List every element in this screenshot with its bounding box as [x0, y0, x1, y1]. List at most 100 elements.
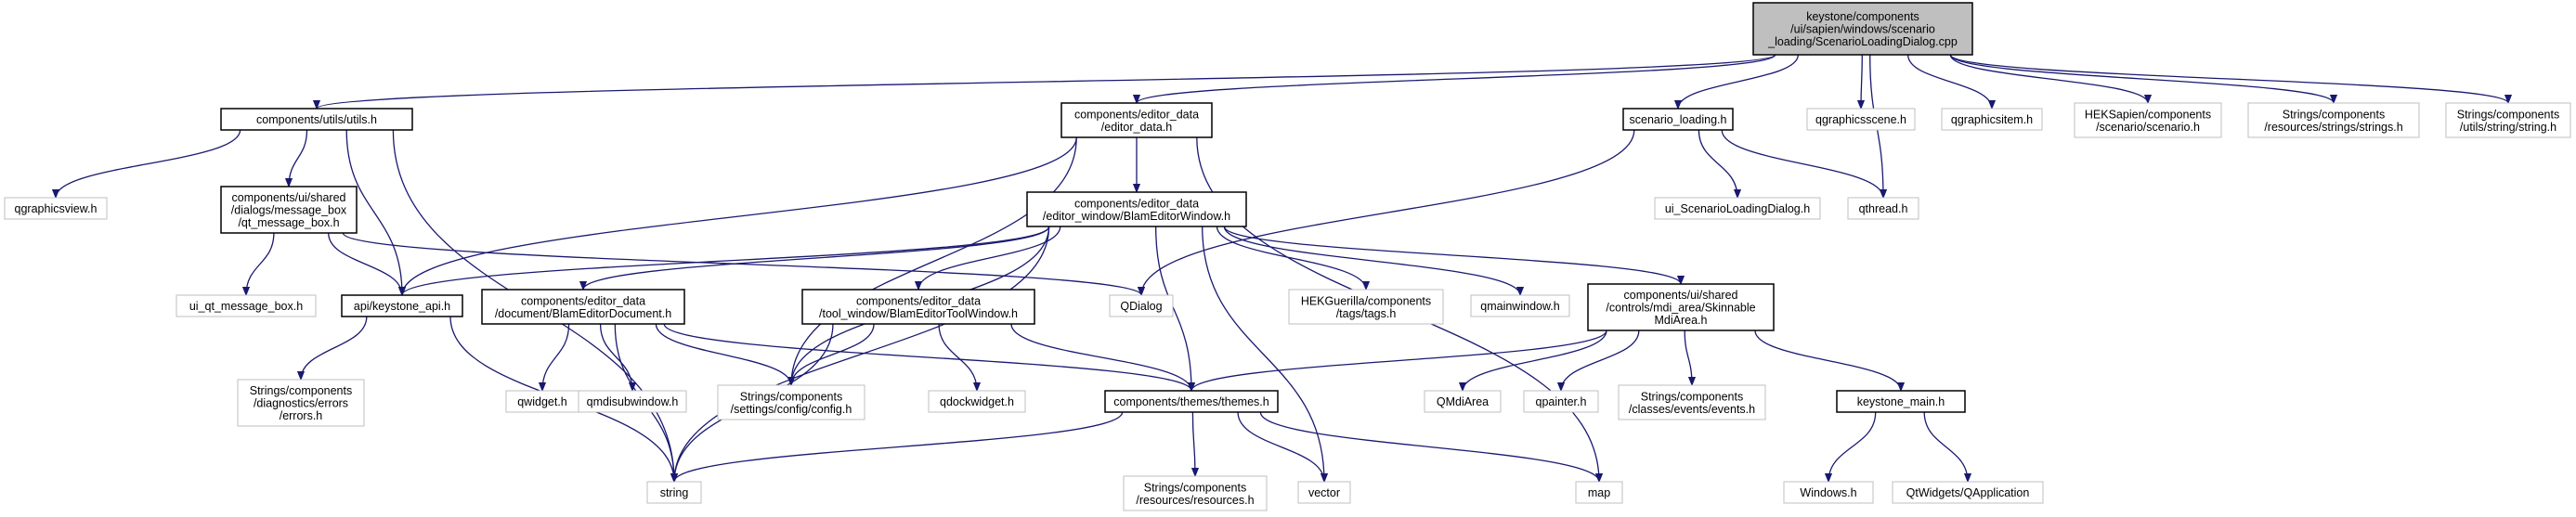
node-label-line: qgraphicsitem.h	[1951, 113, 2033, 126]
edge-root-to-qgraphicsscene	[1861, 54, 1862, 109]
edge-blam_editor_document-to-themes	[663, 323, 1191, 392]
node-label-line: api/keystone_api.h	[354, 300, 450, 313]
node-box	[1783, 481, 1874, 504]
node-label-line: QMdiArea	[1437, 395, 1489, 408]
edge-blam_editor_window-to-vector	[1202, 226, 1324, 482]
node-keystone-api[interactable]: api/keystone_api.h	[341, 294, 463, 317]
edge-themes-to-strings_resources	[1192, 411, 1195, 476]
node-label-line: /classes/events/events.h	[1629, 403, 1755, 416]
node-label-line: qmdisubwindow.h	[587, 395, 679, 408]
edge-scenario_loading-to-ui_scenario	[1698, 129, 1737, 198]
edge-root-to-strings_res	[1949, 54, 2334, 104]
node-label-line: /document/BlamEditorDocument.h	[495, 307, 671, 320]
edge-blam_editor_window-to-skinnable_mdi	[1223, 226, 1681, 285]
node-qmdisubwindow: qmdisubwindow.h	[578, 390, 687, 413]
node-utils[interactable]: components/utils/utils.h	[220, 108, 413, 131]
node-qthread: qthread.h	[1847, 197, 1919, 220]
edge-editor_data-to-keystone_api	[402, 136, 1077, 295]
edge-themes-to-vector	[1237, 411, 1324, 483]
node-strings-res: Strings/components/resources/strings/str…	[2247, 102, 2420, 138]
node-label-line: /diagnostics/errors	[254, 397, 348, 410]
node-label-line: /controls/mdi_area/Skinnable	[1606, 302, 1755, 315]
node-blam-editor-toolwindow[interactable]: components/editor_data/tool_window/BlamE…	[801, 289, 1035, 325]
node-label-line: /editor_window/BlamEditorWindow.h	[1043, 210, 1230, 223]
node-label-line: components/ui/shared	[232, 191, 346, 204]
node-label-line: qmainwindow.h	[1480, 300, 1560, 313]
node-label-line: qpainter.h	[1536, 395, 1587, 408]
node-box	[2445, 102, 2571, 138]
node-skinnable-mdi[interactable]: components/ui/shared/controls/mdi_area/S…	[1587, 283, 1775, 331]
node-qgraphicsview: qgraphicsview.h	[4, 197, 108, 220]
node-map: map	[1575, 481, 1623, 504]
node-root[interactable]: keystone/components/ui/sapien/windows/sc…	[1752, 2, 1973, 56]
node-label-line: Windows.h	[1800, 486, 1856, 499]
edge-root-to-hek_scenario	[1949, 54, 2148, 104]
edge-editor_data-to-strings_config	[791, 136, 1077, 385]
node-label-line: /editor_data.h	[1101, 121, 1172, 134]
node-label-line: /tags/tags.h	[1336, 307, 1397, 320]
node-label-line: /tool_window/BlamEditorToolWindow.h	[819, 307, 1018, 320]
node-blam-editor-document[interactable]: components/editor_data/document/BlamEdit…	[481, 289, 685, 325]
node-box	[4, 197, 108, 220]
edge-blam_editor_window-to-qmainwindow	[1223, 226, 1520, 296]
node-label-line: qdockwidget.h	[940, 395, 1014, 408]
edge-root-to-qgraphicsitem	[1907, 54, 1992, 110]
node-label-line: /ui/sapien/windows/scenario	[1790, 23, 1935, 36]
node-label-line: components/editor_data	[521, 294, 645, 307]
edge-blam_editor_document-to-qmdisubwindow	[599, 323, 632, 391]
edge-blam_editor_window-to-keystone_api	[402, 226, 1050, 296]
node-box	[1892, 481, 2044, 504]
node-label-line: qwidget.h	[517, 395, 567, 408]
edge-utils-to-qt_message_box	[289, 129, 308, 187]
node-label-line: /scenario/scenario.h	[2096, 121, 2200, 134]
node-strings-events: Strings/components/classes/events/events…	[1618, 384, 1766, 420]
node-box	[1297, 481, 1351, 504]
node-label-line: qgraphicsview.h	[15, 202, 98, 215]
node-editor-data[interactable]: components/editor_data/editor_data.h	[1060, 102, 1213, 138]
node-box	[1523, 390, 1599, 413]
node-label-line: /qt_message_box.h	[238, 216, 339, 229]
node-label-line: ui_qt_message_box.h	[189, 300, 303, 313]
node-label-line: qthread.h	[1859, 202, 1908, 215]
node-box	[1587, 283, 1775, 331]
nodes-layer: keystone/components/ui/sapien/windows/sc…	[4, 2, 2571, 511]
node-label-line: components/utils/utils.h	[256, 113, 377, 126]
edge-root-to-strings_utils	[1949, 54, 2508, 104]
node-box	[717, 384, 865, 420]
node-label-line: ui_ScenarioLoadingDialog.h	[1665, 202, 1810, 215]
edge-qt_message_box-to-ui_qt_message_box	[246, 232, 275, 295]
edge-blam_editor_window-to-blam_editor_document	[583, 226, 1050, 291]
edge-scenario_loading-to-qthread	[1721, 129, 1883, 199]
node-box	[801, 289, 1035, 325]
node-box	[1424, 390, 1502, 413]
node-box	[1806, 108, 1916, 131]
node-box	[2074, 102, 2222, 138]
node-box	[1836, 390, 1966, 413]
node-themes[interactable]: components/themes/themes.h	[1104, 390, 1279, 413]
node-box	[1618, 384, 1766, 420]
node-qwidget: qwidget.h	[505, 390, 579, 413]
node-qt-message-box[interactable]: components/ui/shared/dialogs/message_box…	[220, 186, 358, 234]
edge-themes-to-string	[674, 411, 1124, 483]
edge-utils-to-keystone_api	[345, 129, 402, 295]
edge-skinnable_mdi-to-strings_events	[1684, 330, 1692, 385]
node-label-line: HEKGuerilla/components	[1301, 294, 1431, 307]
node-box	[341, 294, 463, 317]
node-box	[1575, 481, 1623, 504]
node-box	[1941, 108, 2043, 131]
edge-scenario_loading-to-qdialog	[1141, 129, 1635, 295]
node-box	[1622, 108, 1734, 131]
node-qgraphicsscene: qgraphicsscene.h	[1806, 108, 1916, 131]
node-blam-editor-window[interactable]: components/editor_data/editor_window/Bla…	[1026, 191, 1247, 227]
node-box	[2247, 102, 2420, 138]
node-label-line: QDialog	[1120, 300, 1162, 313]
node-label-line: /errors.h	[280, 409, 323, 422]
node-box	[1288, 289, 1444, 325]
node-label-line: components/ui/shared	[1624, 289, 1738, 302]
edge-skinnable_mdi-to-qmdiarea	[1463, 330, 1607, 392]
edge-keystone_main-to-qapplication	[1923, 411, 1968, 482]
node-label-line: components/editor_data	[1074, 197, 1199, 210]
node-label-line: qgraphicsscene.h	[1815, 113, 1906, 126]
node-scenario-loading[interactable]: scenario_loading.h	[1622, 108, 1734, 131]
node-keystone-main[interactable]: keystone_main.h	[1836, 390, 1966, 413]
